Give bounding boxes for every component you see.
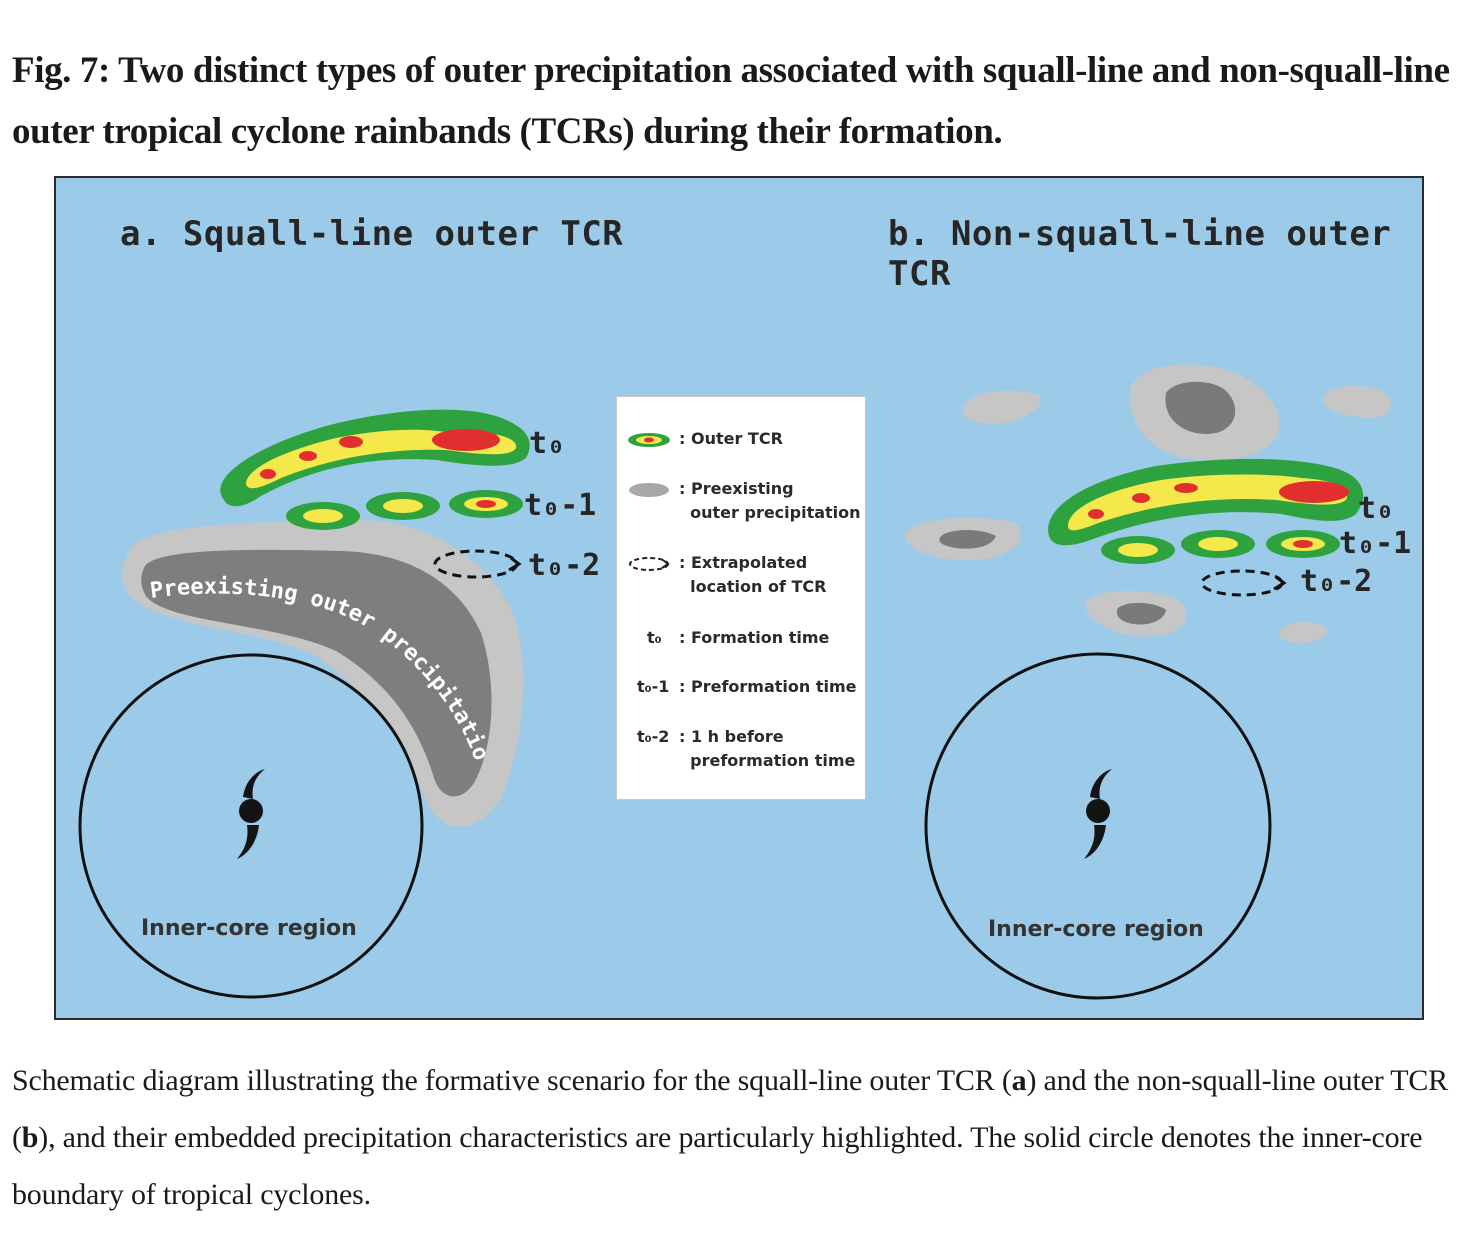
diagram-canvas: Preexisting outer precipitation Inner-co… bbox=[56, 178, 1411, 1000]
inner-core-boundary-a bbox=[78, 653, 424, 999]
time-label-t0-1-a: t₀-1 bbox=[524, 488, 596, 523]
outer-tcr-icon bbox=[628, 433, 670, 447]
outer-tcr-core-t0-b bbox=[1068, 474, 1348, 531]
caption-text: ), and their embedded precipitation char… bbox=[12, 1121, 1423, 1211]
caption-text: ) and the non-squall-line outer TCR ( bbox=[12, 1064, 1448, 1154]
legend-t0-symbol: t₀ bbox=[647, 628, 662, 647]
time-label-t0-b: t₀ bbox=[1358, 491, 1394, 526]
tcr-red-cell bbox=[1132, 493, 1150, 503]
preexisting-precip-light-b bbox=[1323, 385, 1391, 419]
legend-outer-tcr-text: : Outer TCR bbox=[679, 429, 783, 448]
schematic-diagram: Preexisting outer precipitation Inner-co… bbox=[54, 176, 1424, 1020]
legend-symbols bbox=[628, 433, 670, 571]
preexisting-precip-dark-b bbox=[1165, 381, 1236, 434]
panel-a-title: a. Squall-line outer TCR bbox=[120, 214, 624, 254]
legend-preexisting-text: : Preexisting outer precipitation bbox=[679, 479, 861, 522]
legend-t0-1-text: : Preformation time bbox=[679, 677, 857, 696]
dashed-arrowhead bbox=[508, 556, 522, 572]
legend: : Outer TCR : Preexisting outer precipit… bbox=[616, 396, 866, 800]
tcr-red-cell bbox=[1088, 509, 1104, 519]
cyclone-symbol-a bbox=[237, 769, 265, 859]
preexisting-precip-light-b bbox=[962, 390, 1042, 424]
tcr-cell-core bbox=[1118, 543, 1158, 557]
tcr-cell-core bbox=[1198, 537, 1238, 551]
tcr-cell-core bbox=[303, 509, 343, 523]
legend-extrapolated-text: : Extrapolated location of TCR bbox=[679, 553, 827, 596]
extrapolated-location-t0-2-b bbox=[1200, 569, 1284, 597]
caption-panel-a-ref: a bbox=[1011, 1064, 1027, 1097]
inner-core-boundary-b bbox=[924, 652, 1272, 1000]
time-label-t0-a: t₀ bbox=[529, 426, 565, 461]
preexisting-precip-dark-b bbox=[939, 530, 996, 549]
legend-t0-2-text: : 1 h before preformation time bbox=[679, 727, 856, 770]
legend-t0-text: : Formation time bbox=[679, 628, 830, 647]
time-label-t0-1-b: t₀-1 bbox=[1339, 526, 1411, 561]
figure-caption: Schematic diagram illustrating the forma… bbox=[12, 1052, 1452, 1223]
preexisting-precip-dark-a bbox=[141, 549, 492, 797]
tcr-red-cell bbox=[1293, 540, 1313, 548]
panel-b-title: b. Non-squall-line outer TCR bbox=[888, 214, 1392, 294]
tcr-cell-core bbox=[383, 499, 423, 513]
panel-a-graphics: Preexisting outer precipitation Inner-co… bbox=[56, 178, 600, 999]
inner-core-label-b: Inner-core region bbox=[988, 917, 1204, 942]
tcr-red-cell bbox=[476, 500, 496, 508]
panel-b-graphics: Inner-core region t₀ t₀-1 t₀-2 bbox=[905, 364, 1411, 1000]
tcr-red-cell bbox=[1174, 483, 1198, 493]
inner-core-label-a: Inner-core region bbox=[141, 916, 357, 941]
extrapolated-location-icon bbox=[629, 557, 670, 571]
time-label-t0-2-b: t₀-2 bbox=[1300, 564, 1372, 599]
tcr-red-cell bbox=[1279, 481, 1349, 503]
preexisting-precip-light-b bbox=[1279, 622, 1328, 644]
tcr-red-cell bbox=[299, 451, 317, 461]
caption-text: Schematic diagram illustrating the forma… bbox=[12, 1064, 1012, 1097]
cyclone-symbol-b bbox=[1084, 769, 1112, 859]
tcr-red-cell bbox=[339, 436, 363, 448]
dashed-arrowhead bbox=[1273, 575, 1287, 591]
figure-title: Fig. 7: Two distinct types of outer prec… bbox=[12, 50, 1450, 152]
legend-t0-2-symbol: t₀-2 bbox=[637, 727, 670, 746]
time-label-t0-2-a: t₀-2 bbox=[528, 548, 600, 583]
tcr-red-cell bbox=[432, 429, 500, 451]
legend-t0-1-symbol: t₀-1 bbox=[637, 677, 670, 696]
tcr-red-cell bbox=[260, 469, 276, 479]
caption-panel-b-ref: b bbox=[21, 1121, 39, 1154]
preexisting-precip-dark-b bbox=[1116, 602, 1166, 625]
preexisting-precip-icon bbox=[629, 483, 669, 497]
